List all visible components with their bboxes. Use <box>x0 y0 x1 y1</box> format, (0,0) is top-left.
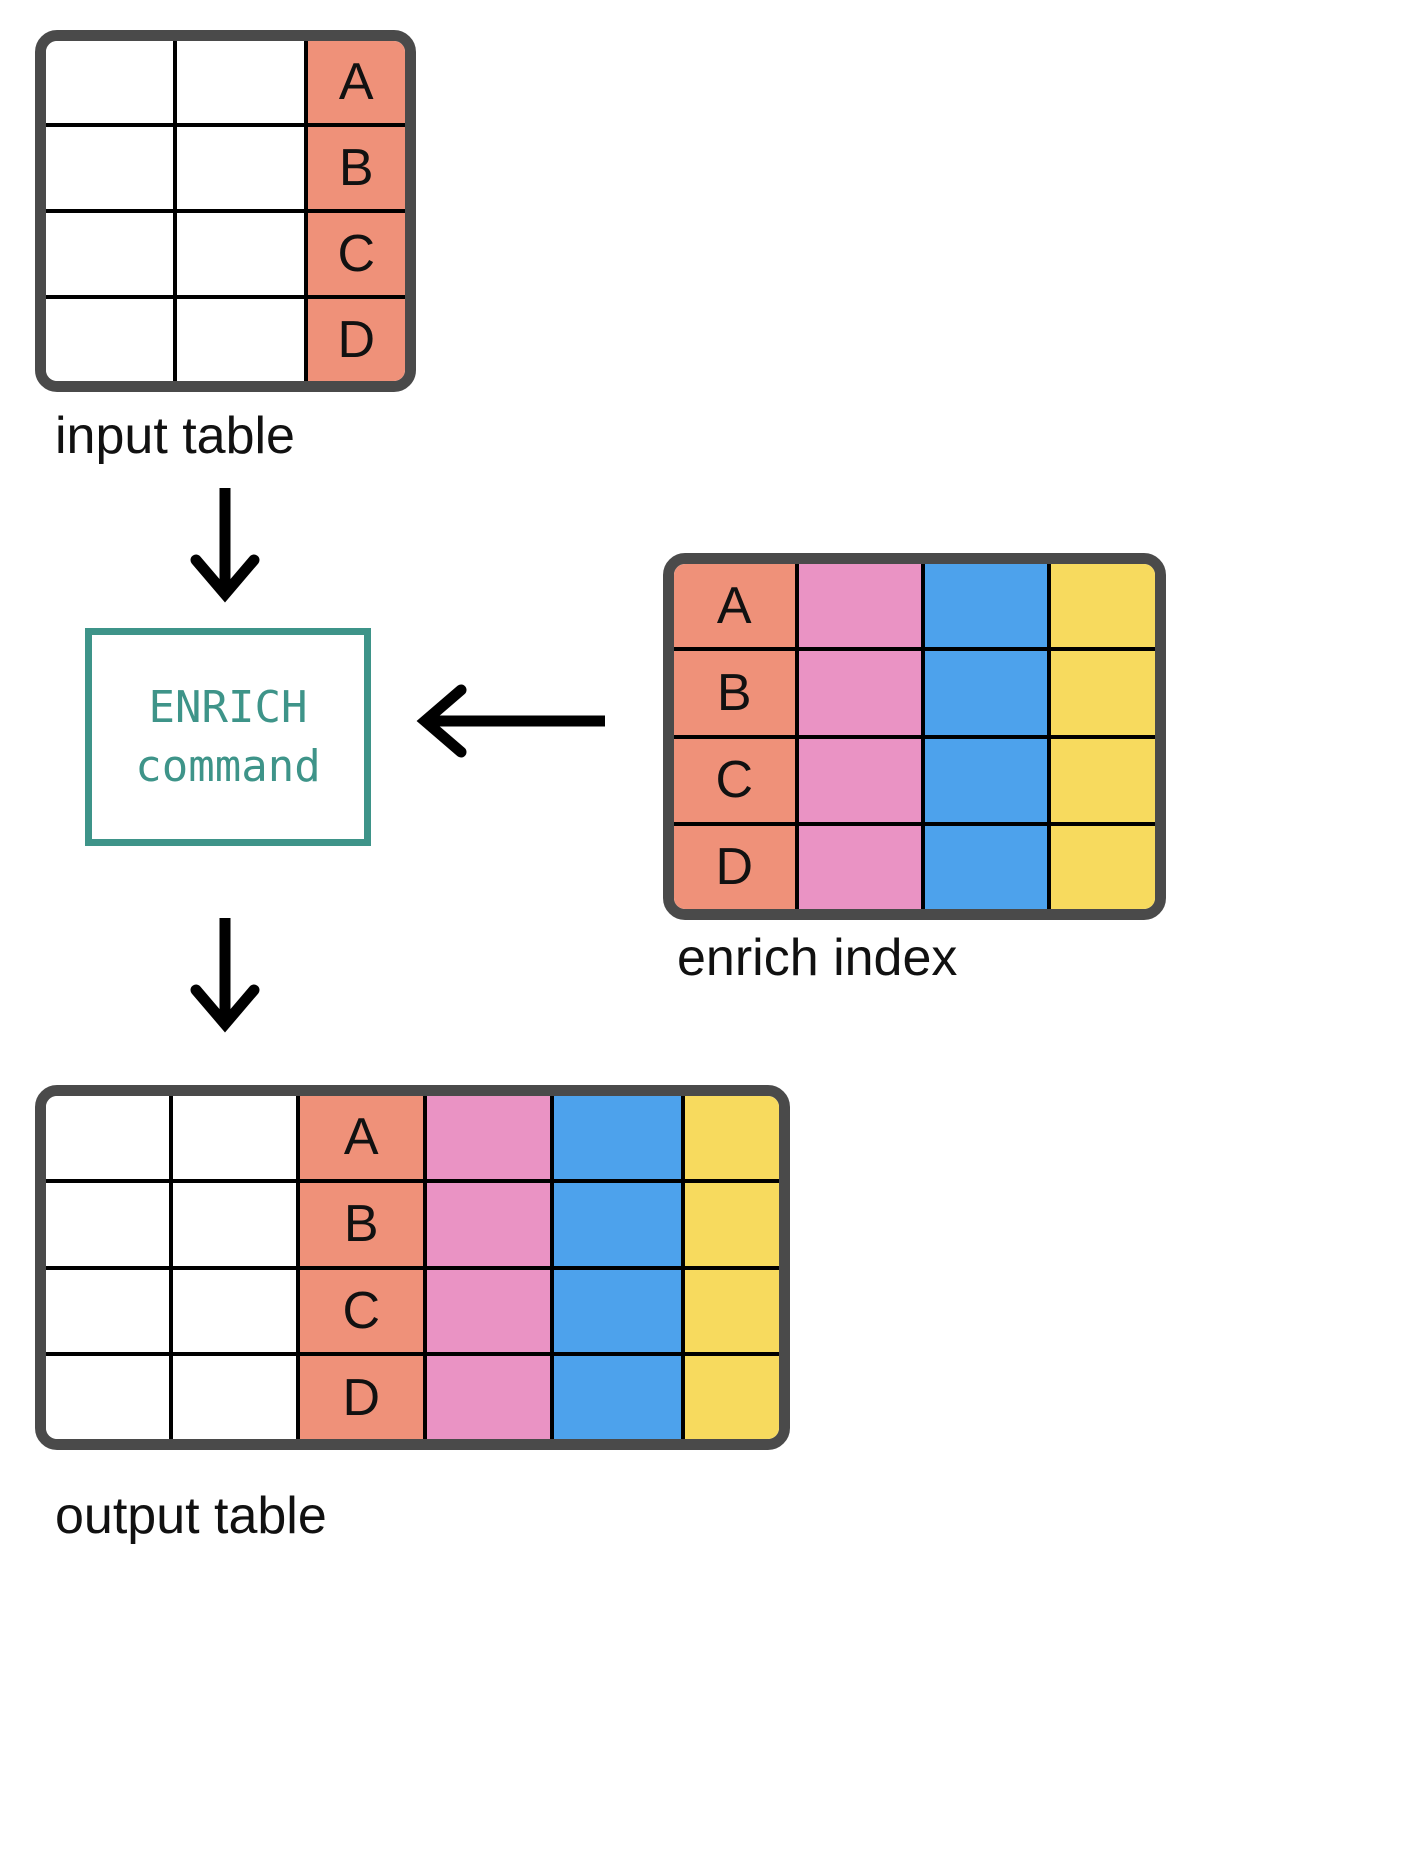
table-cell <box>799 825 925 909</box>
enrich-command-line-2: command <box>135 741 321 792</box>
table-cell <box>799 564 925 648</box>
input-table: A B C D <box>35 30 416 392</box>
table-row: B <box>46 127 405 213</box>
table-cell <box>1051 738 1155 822</box>
table-cell <box>46 1269 173 1353</box>
table-cell <box>799 738 925 822</box>
table-cell-key: C <box>674 738 799 822</box>
table-cell <box>554 1356 685 1439</box>
table-cell <box>427 1356 554 1439</box>
table-cell <box>173 1356 300 1439</box>
table-cell <box>177 299 308 381</box>
table-cell <box>46 41 177 123</box>
table-cell <box>46 1182 173 1266</box>
table-cell-key: B <box>308 127 405 209</box>
table-cell-key: A <box>308 41 405 123</box>
table-row: C <box>674 738 1155 826</box>
table-cell <box>685 1356 779 1439</box>
table-cell <box>554 1182 685 1266</box>
table-row: D <box>46 1356 779 1439</box>
table-cell <box>46 213 177 295</box>
table-row: B <box>674 651 1155 739</box>
table-cell <box>925 564 1051 648</box>
table-row: D <box>674 825 1155 909</box>
input-table-caption: input table <box>55 407 295 465</box>
table-cell <box>554 1096 685 1179</box>
table-cell <box>925 825 1051 909</box>
enrich-index-table: A B C D <box>663 553 1166 920</box>
table-cell <box>173 1182 300 1266</box>
table-cell-key: D <box>300 1356 427 1439</box>
table-cell-key: D <box>308 299 405 381</box>
table-cell <box>177 213 308 295</box>
enrich-command-box[interactable]: ENRICH command <box>85 628 371 846</box>
table-cell <box>1051 825 1155 909</box>
table-cell <box>173 1269 300 1353</box>
enrich-index-caption: enrich index <box>677 929 958 987</box>
table-cell <box>925 651 1051 735</box>
table-cell <box>46 127 177 209</box>
table-cell-key: C <box>308 213 405 295</box>
arrow-down-icon <box>190 488 260 603</box>
table-cell <box>46 299 177 381</box>
table-cell-key: A <box>300 1096 427 1179</box>
table-row: D <box>46 299 405 381</box>
table-cell <box>554 1269 685 1353</box>
table-cell <box>427 1269 554 1353</box>
table-row: A <box>674 564 1155 652</box>
table-row: A <box>46 1096 779 1183</box>
table-cell <box>173 1096 300 1179</box>
table-cell <box>177 127 308 209</box>
table-cell <box>1051 651 1155 735</box>
table-cell-key: D <box>674 825 799 909</box>
table-cell <box>685 1269 779 1353</box>
table-cell-key: C <box>300 1269 427 1353</box>
table-row: A <box>46 41 405 127</box>
table-row: C <box>46 1269 779 1357</box>
table-cell <box>427 1182 554 1266</box>
table-cell <box>427 1096 554 1179</box>
table-cell <box>685 1182 779 1266</box>
output-table: A B C D <box>35 1085 790 1450</box>
table-row: C <box>46 213 405 299</box>
table-cell <box>925 738 1051 822</box>
table-cell <box>177 41 308 123</box>
table-cell-key: B <box>674 651 799 735</box>
table-cell <box>799 651 925 735</box>
enrich-command-line-1: ENRICH <box>148 681 308 733</box>
output-table-caption: output table <box>55 1487 327 1545</box>
table-cell-key: B <box>300 1182 427 1266</box>
table-cell <box>1051 564 1155 648</box>
table-cell <box>685 1096 779 1179</box>
arrow-left-icon <box>416 684 605 758</box>
table-row: B <box>46 1182 779 1270</box>
table-cell <box>46 1356 173 1439</box>
table-cell-key: A <box>674 564 799 648</box>
arrow-down-icon <box>190 918 260 1033</box>
table-cell <box>46 1096 173 1179</box>
